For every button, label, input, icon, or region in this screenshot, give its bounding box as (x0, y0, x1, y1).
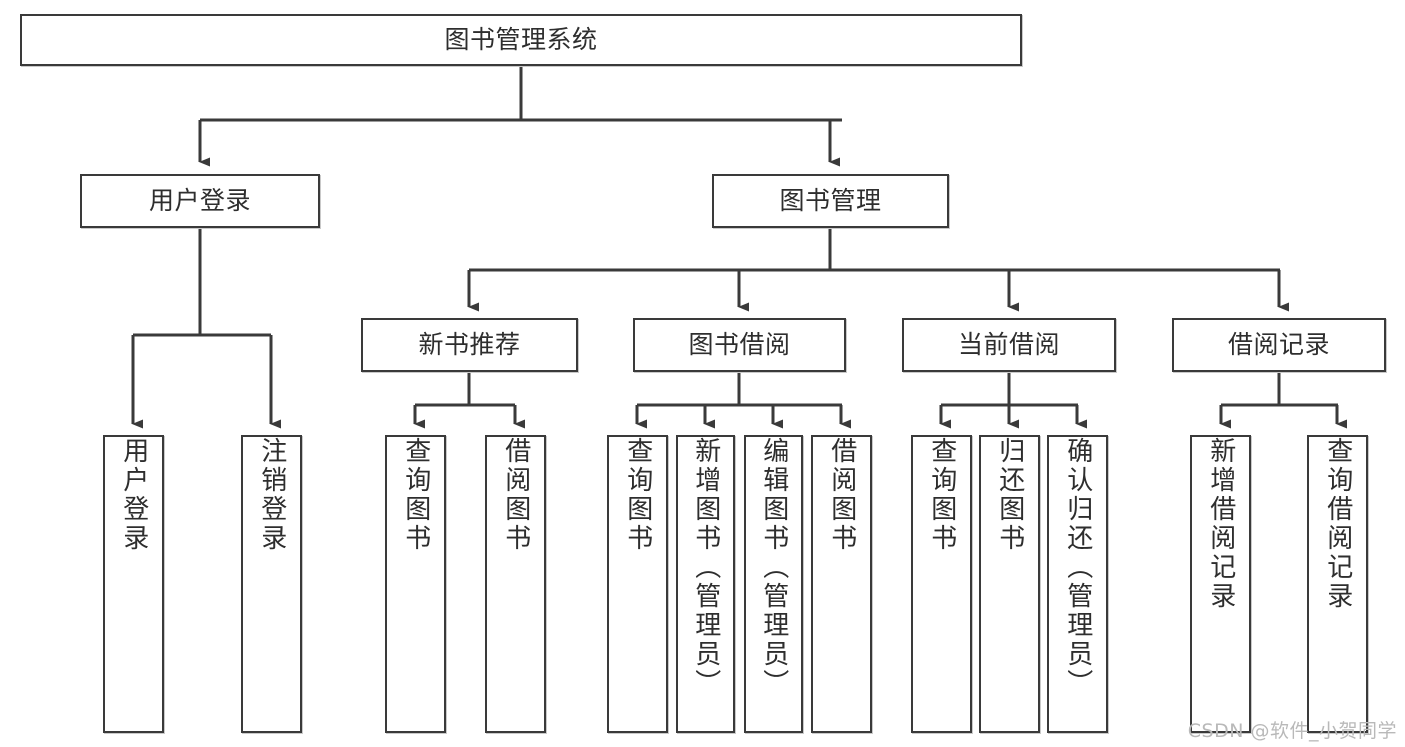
node-root-label: 图书管理系统 (444, 25, 598, 55)
node-user-login[interactable]: 用户登录 (80, 174, 320, 228)
node-leaf-confirm-return-label: 确认归还（管理员） (1062, 437, 1093, 698)
node-leaf-query-book-2[interactable]: 查询图书 (607, 435, 668, 733)
node-leaf-return-book-label: 归还图书 (994, 437, 1025, 553)
node-leaf-query-book-2-label: 查询图书 (622, 437, 653, 553)
node-leaf-borrow-book-2-label: 借阅图书 (826, 437, 857, 553)
node-book-borrow-label: 图书借阅 (688, 330, 791, 360)
node-leaf-add-record[interactable]: 新增借阅记录 (1190, 435, 1251, 733)
node-leaf-edit-book[interactable]: 编辑图书（管理员） (744, 435, 803, 733)
node-leaf-query-record[interactable]: 查询借阅记录 (1307, 435, 1368, 733)
node-leaf-add-record-label: 新增借阅记录 (1205, 437, 1236, 611)
node-book-manage-label: 图书管理 (779, 186, 882, 216)
node-leaf-borrow-book-1[interactable]: 借阅图书 (485, 435, 546, 733)
node-leaf-confirm-return[interactable]: 确认归还（管理员） (1047, 435, 1108, 733)
node-current-borrow[interactable]: 当前借阅 (902, 318, 1116, 372)
node-leaf-borrow-book-1-label: 借阅图书 (500, 437, 531, 553)
node-leaf-add-book-label: 新增图书（管理员） (690, 437, 721, 698)
node-leaf-query-book-1-label: 查询图书 (400, 437, 431, 553)
node-leaf-query-book-1[interactable]: 查询图书 (385, 435, 446, 733)
node-book-borrow[interactable]: 图书借阅 (633, 318, 846, 372)
node-leaf-edit-book-label: 编辑图书（管理员） (758, 437, 789, 698)
node-borrow-record[interactable]: 借阅记录 (1172, 318, 1386, 372)
node-leaf-user-login-label: 用户登录 (118, 437, 149, 553)
node-leaf-logout-login-label: 注销登录 (256, 437, 287, 553)
node-leaf-return-book[interactable]: 归还图书 (979, 435, 1040, 733)
node-leaf-query-book-3-label: 查询图书 (926, 437, 957, 553)
node-new-book-recommend-label: 新书推荐 (418, 330, 521, 360)
node-leaf-borrow-book-2[interactable]: 借阅图书 (811, 435, 872, 733)
csdn-watermark: CSDN @软件_小贺同学 (1187, 720, 1397, 742)
node-root[interactable]: 图书管理系统 (20, 14, 1022, 66)
node-leaf-query-record-label: 查询借阅记录 (1322, 437, 1353, 611)
node-new-book-recommend[interactable]: 新书推荐 (361, 318, 578, 372)
node-book-manage[interactable]: 图书管理 (712, 174, 949, 228)
node-current-borrow-label: 当前借阅 (957, 330, 1060, 360)
node-leaf-user-login[interactable]: 用户登录 (103, 435, 164, 733)
node-user-login-label: 用户登录 (148, 186, 251, 216)
node-leaf-query-book-3[interactable]: 查询图书 (911, 435, 972, 733)
node-leaf-logout-login[interactable]: 注销登录 (241, 435, 302, 733)
node-borrow-record-label: 借阅记录 (1227, 330, 1330, 360)
node-leaf-add-book[interactable]: 新增图书（管理员） (676, 435, 735, 733)
